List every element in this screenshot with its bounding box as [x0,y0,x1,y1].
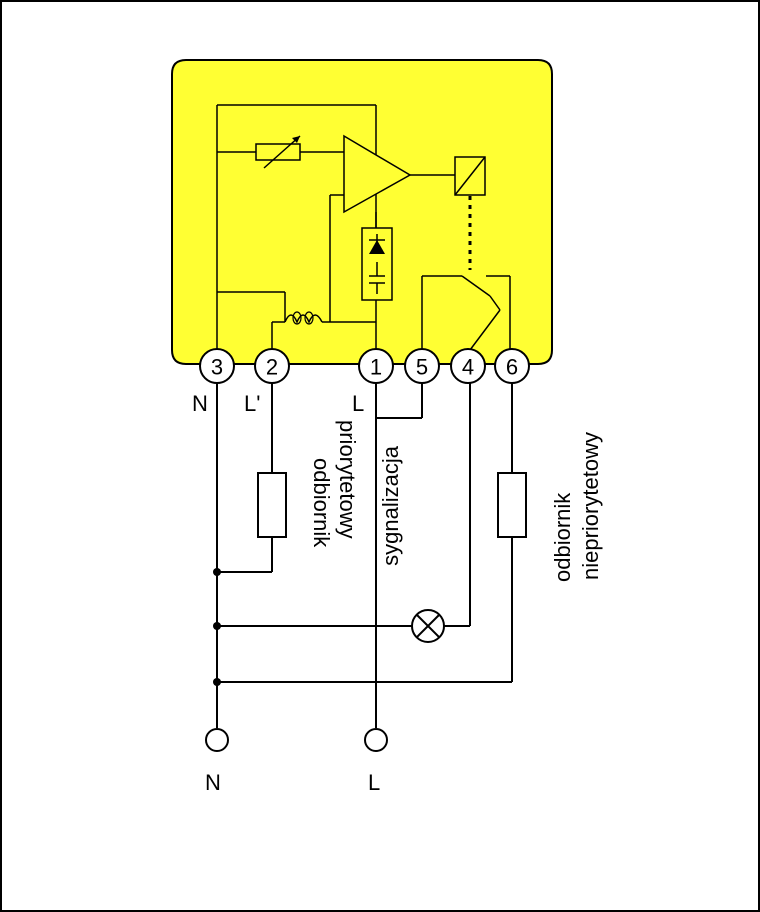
inductor-icon [284,311,323,325]
supply-neutral-label: N [205,770,221,795]
junction-dot [213,622,221,630]
relay-housing [171,59,553,365]
junction-dot [213,678,221,686]
terminal-6: 6 [494,348,530,384]
terminal-1-number: 1 [370,355,382,380]
nonpriority-load-label-line2: niepriorytetowy [578,432,603,580]
terminal-6-number: 6 [506,355,518,380]
terminal-4: 4 [450,348,486,384]
priority-load-label-line2: priorytetowy [335,420,360,539]
supply-terminal-line [364,728,388,752]
priority-load-resistor [257,472,287,538]
terminal-2: 2 [254,348,290,384]
junction-dot [213,568,221,576]
supply-line-label: L [368,770,380,795]
terminal-2-label: L' [244,391,260,416]
priority-load-label-line1: odbiornik [309,458,334,548]
terminal-5-number: 5 [416,355,428,380]
nonpriority-load-resistor [497,472,527,538]
internal-circuit [216,104,511,351]
terminal-1-label: L [352,391,364,416]
terminal-1: 1 [358,348,394,384]
nonpriority-load-label-line1: odbiornik [550,492,575,582]
external-wiring [216,382,513,728]
signal-lamp-icon [411,609,445,643]
terminal-3-label: N [192,391,208,416]
terminal-5: 5 [404,348,440,384]
supply-terminal-neutral [205,728,229,752]
diode-capacitor-icon [361,227,393,301]
terminal-2-number: 2 [266,355,278,380]
signal-label: sygnalizacja [378,445,403,566]
variable-resistor-icon [255,135,301,169]
terminal-4-number: 4 [462,355,474,380]
amplifier-icon [343,134,412,214]
relay-coil-icon [454,156,486,270]
terminal-3-number: 3 [211,355,223,380]
terminal-3: 3 [199,348,235,384]
